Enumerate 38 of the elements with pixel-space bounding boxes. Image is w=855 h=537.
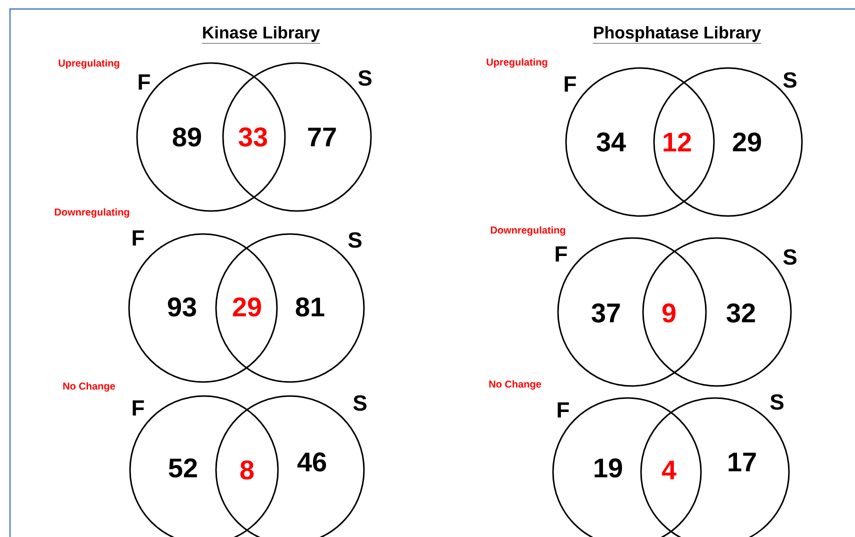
overlap-count: 9 xyxy=(662,303,676,323)
row-label: Upregulating xyxy=(486,58,548,68)
row-label: No Change xyxy=(63,382,116,392)
overlap-count: 12 xyxy=(664,132,691,152)
count: 81 xyxy=(296,297,324,317)
set-letter: S xyxy=(358,70,372,86)
set-letter: S xyxy=(783,72,796,88)
overlap-count: 29 xyxy=(232,297,262,317)
row-label: Downregulating xyxy=(490,226,566,236)
heading: Kinase Library xyxy=(202,26,320,44)
set-letter: F xyxy=(132,230,144,246)
set-letter: S xyxy=(783,249,796,265)
set-letter: S xyxy=(353,395,366,411)
heading: Phosphatase Library xyxy=(592,26,762,44)
overlap-count: 33 xyxy=(238,127,268,147)
row-label: Downregulating xyxy=(54,208,130,218)
count: 37 xyxy=(592,303,620,323)
count: 19 xyxy=(594,458,622,478)
set-letter: F xyxy=(558,402,569,418)
count: 77 xyxy=(308,128,336,146)
set-letter: F xyxy=(132,400,144,416)
count: 52 xyxy=(168,458,197,478)
count: 29 xyxy=(732,132,762,152)
set-letter: S xyxy=(348,232,362,248)
row-label: No Change xyxy=(489,380,542,390)
set-letter: S xyxy=(770,394,784,410)
overlap-count: 8 xyxy=(240,460,254,480)
count: 93 xyxy=(168,297,196,317)
set-letter: F xyxy=(138,74,150,90)
count: 46 xyxy=(297,452,326,472)
count: 32 xyxy=(726,303,755,323)
count: 17 xyxy=(728,452,756,472)
set-letter: F xyxy=(556,246,567,262)
row-label: Upregulating xyxy=(58,59,120,69)
count: 34 xyxy=(596,132,626,152)
set-letter: F xyxy=(564,76,576,92)
overlap-count: 4 xyxy=(662,460,676,480)
count: 89 xyxy=(172,127,202,147)
